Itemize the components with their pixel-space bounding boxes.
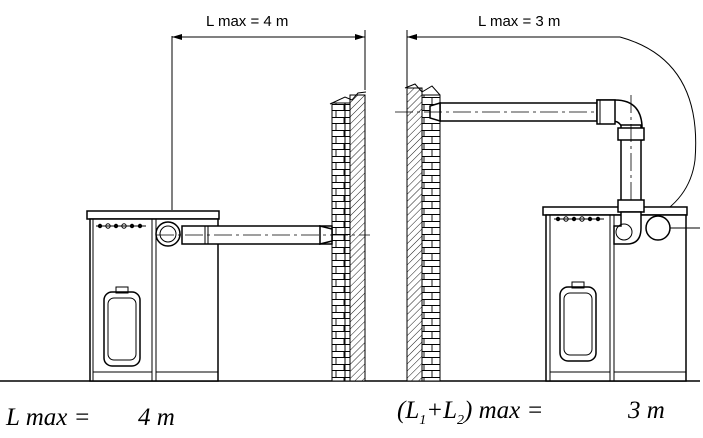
right-side-outlet xyxy=(645,215,671,241)
right-wall xyxy=(404,83,441,382)
svg-text:L max =: L max = xyxy=(5,404,90,431)
svg-text:3 m: 3 m xyxy=(627,397,665,424)
svg-text:(L1+L2) max =: (L1+L2) max = xyxy=(397,397,543,428)
svg-text:4 m: 4 m xyxy=(138,404,175,431)
right-boiler-window xyxy=(559,286,597,362)
left-formula: L max = 4 m xyxy=(5,404,175,431)
left-flue-pipe xyxy=(156,225,370,245)
left-formula-value: 4 m xyxy=(138,404,175,431)
right-formula-close: ) max = xyxy=(462,397,543,424)
left-dimension-label: L max = 4 m xyxy=(206,13,288,30)
right-flue-pipe xyxy=(395,95,645,245)
right-formula-value: 3 m xyxy=(627,397,665,424)
right-formula-sub1: 1 xyxy=(419,413,426,428)
right-formula-open: (L xyxy=(397,397,419,424)
left-formula-label: L max = xyxy=(5,404,90,431)
right-dimension-label: L max = 3 m xyxy=(478,13,560,30)
left-dimension: L max = 4 m xyxy=(171,13,366,210)
left-boiler xyxy=(86,210,220,382)
left-wall xyxy=(329,91,367,382)
right-formula-sub2: 2 xyxy=(457,413,464,428)
right-boiler-controls xyxy=(554,216,604,222)
left-boiler-window xyxy=(103,291,141,367)
right-formula: (L1+L2) max = 3 m xyxy=(397,397,665,428)
right-dimension: L max = 3 m xyxy=(406,13,697,221)
right-formula-plus: +L xyxy=(426,397,457,424)
left-boiler-controls xyxy=(96,223,146,229)
right-boiler xyxy=(542,206,700,382)
